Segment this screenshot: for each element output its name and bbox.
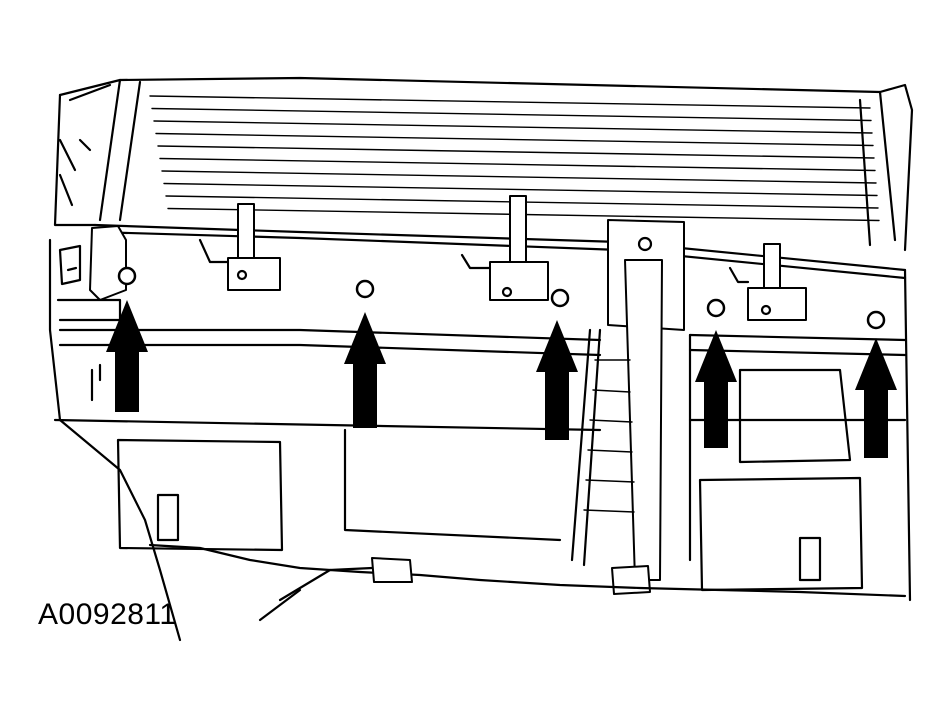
window-louver [151,107,872,122]
attachment-hole [866,310,886,330]
attachment-hole [355,279,375,299]
attachment-hole [550,288,570,308]
hook-left [198,203,281,291]
seat-back-outline [48,223,912,642]
attachment-hole [706,298,726,318]
hook-center [460,195,549,301]
pointer-arrows [106,300,897,458]
up-arrow [855,338,897,458]
window-louver [153,120,873,134]
attachment-hole [117,266,137,286]
window-louver [163,182,878,197]
window-louvers [149,95,880,222]
center-seat-belt [570,219,692,595]
window-louver [159,157,876,172]
lower-panels [116,368,864,592]
left-seat-latch [56,225,127,322]
attachment-holes [117,266,886,330]
rear-window [53,76,914,252]
up-arrow [536,320,578,440]
window-louver [161,170,877,184]
wiring-harness [148,543,907,622]
seat-hooks [198,195,807,321]
window-louver [157,145,875,159]
window-louver [149,95,871,109]
hook-right [728,243,807,321]
up-arrow [106,300,148,412]
window-louver [155,132,874,147]
figure-id-label: A0092811 [38,598,177,631]
up-arrow [344,312,386,428]
up-arrow [695,330,737,448]
